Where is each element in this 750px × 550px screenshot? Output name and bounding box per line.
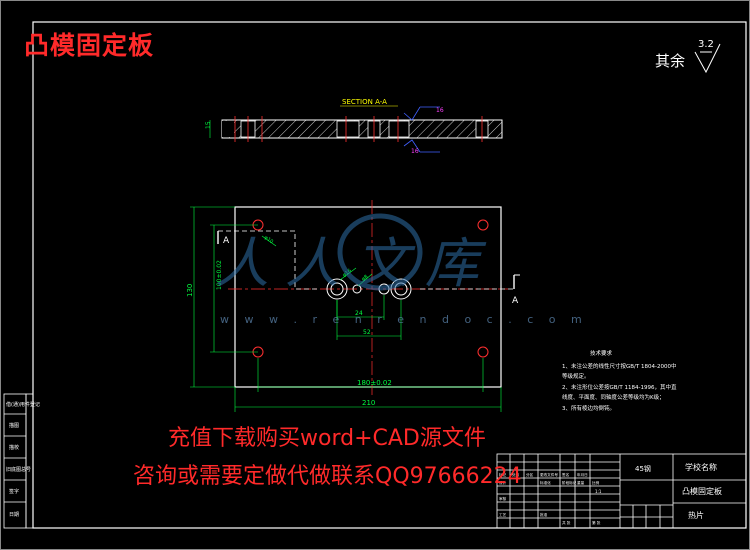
tb-label-1: 处数: [512, 472, 520, 477]
roughness-value: 3.2: [698, 39, 714, 50]
dim-overall-height: 130: [186, 284, 194, 297]
left-strip-table: [3, 393, 34, 529]
dim-inner-height: 100±0.02: [216, 260, 223, 290]
tech-heading: 技术要求: [590, 349, 613, 357]
dimension-lines: [190, 206, 502, 412]
left-strip-cell-2: 描校: [9, 444, 19, 451]
left-strip-cell-5: 日期: [9, 512, 19, 518]
page-title: 凸模固定板: [24, 31, 155, 60]
promo-line-2: 咨询或需要定做代做联系QQ97666224: [133, 464, 522, 489]
hole-label-2: 16: [411, 148, 419, 155]
surface-finish-marks: [403, 106, 440, 153]
roughness-label: 其余: [655, 52, 686, 70]
tb-label-0: 标记: [499, 472, 507, 477]
left-strip-cell-0: 借(通)用件登记: [6, 401, 40, 408]
section-view: [209, 116, 503, 142]
left-strip-cell-1: 描图: [9, 422, 19, 429]
section-title: SECTION A-A: [342, 98, 387, 106]
left-strip-cell-3: 旧底图总号: [6, 466, 31, 473]
tech-item-4: 线度、平面度、同轴度公差等级均为K级；: [562, 393, 665, 401]
tech-item-5: 3、所有棱边均倒钝。: [562, 404, 615, 412]
tb-label-11: 阶段标记: [562, 480, 577, 485]
tb-label-2: 分区: [526, 472, 534, 477]
watermark-logo: 人人文库: [215, 213, 495, 295]
tb-label-8: 审核: [499, 496, 507, 501]
tb-drawing-type: 热片: [688, 510, 704, 520]
hole-label-1: 16: [436, 107, 444, 114]
dia-label-3: φ8: [361, 274, 370, 283]
tb-label-12: 重量: [577, 480, 585, 485]
section-mark-right: A: [512, 296, 519, 306]
tb-scale: 1:1: [595, 489, 602, 494]
inner-frame: [32, 21, 747, 529]
tb-label-9: 工艺: [499, 512, 507, 517]
tb-label-14: 共 张: [562, 520, 571, 525]
roughness-symbol: [694, 43, 721, 74]
dim-small-2: 52: [363, 329, 371, 336]
tb-label-13: 比例: [592, 480, 600, 485]
tb-label-3: 更改文件号: [540, 472, 558, 477]
watermark-url: w w w . r e n r e n d o c . c o m: [220, 313, 588, 326]
title-block: [496, 453, 747, 529]
tech-item-2: 等级规定。: [562, 372, 590, 380]
tech-requirements: 技术要求 1、未注公差的线性尺寸按GB/T 1804-2000中 等级规定。 2…: [562, 349, 677, 412]
section-thickness-dim: 15: [205, 121, 212, 129]
tech-item-3: 2、未注形位公差按GB/T 1184-1996，其中直: [562, 383, 677, 391]
promo-line-1: 充值下载购买word+CAD源文件: [168, 426, 486, 451]
dim-overall-width: 210: [362, 399, 375, 407]
tb-label-10: 批准: [540, 512, 548, 517]
tb-label-15: 第 张: [592, 520, 601, 525]
dia-label-1: φ10: [263, 235, 274, 245]
tb-label-6: 设计: [499, 480, 507, 485]
tb-label-7: 标准化: [540, 480, 551, 485]
plan-view: [217, 200, 520, 395]
tb-part-name: 凸模固定板: [682, 486, 722, 496]
tech-item-1: 1、未注公差的线性尺寸按GB/T 1804-2000中: [562, 362, 676, 370]
dim-small-1: 24: [355, 310, 363, 317]
watermark-text: 人人文库: [215, 232, 495, 295]
dim-bolt-span: 180±0.02: [357, 379, 392, 387]
tb-label-5: 年月日: [577, 472, 588, 477]
tb-label-4: 签名: [562, 472, 570, 477]
section-mark-left: A: [223, 236, 230, 246]
tb-school: 学校名称: [685, 462, 717, 472]
tb-material: 45钢: [635, 464, 651, 473]
left-strip-cell-4: 签字: [9, 488, 19, 495]
